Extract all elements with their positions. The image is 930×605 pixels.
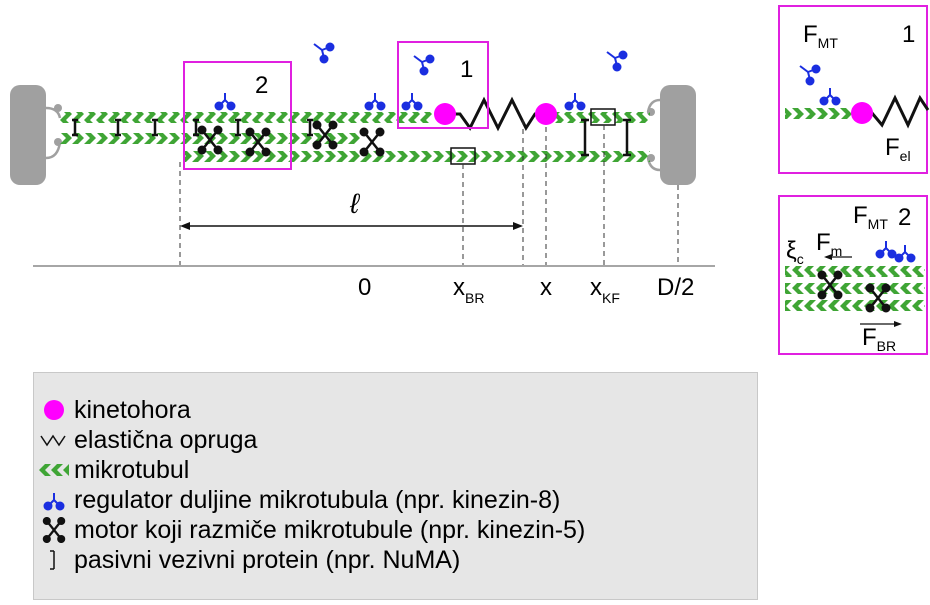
legend-item-regulator: regulator duljine mikrotubula (npr. kine…	[34, 485, 560, 515]
legend-item-passive: pasivni vezivni protein (npr. NuMA)	[34, 545, 460, 575]
regulator-1	[213, 92, 237, 112]
legend-item-kinetochore: kinetohora	[34, 395, 191, 425]
box-2-number: 2	[255, 72, 268, 99]
axis-label-x: x	[540, 274, 552, 301]
left-pole-connector	[45, 106, 62, 160]
regulator-3	[400, 92, 424, 112]
microtubule-right-top	[545, 112, 650, 123]
inset-1-number: 1	[902, 21, 915, 48]
axis-label-xbr: xBR	[453, 274, 484, 306]
inset-2: 2 FMT ξc Fm FBR	[778, 195, 928, 355]
passive-crosslinker-icon	[34, 545, 74, 575]
elastic-spring	[445, 96, 546, 132]
kinetochore-left	[434, 103, 456, 125]
legend-text-spring: elastična opruga	[74, 425, 258, 454]
inset-1-kinetochore	[851, 102, 873, 124]
regulator-4	[563, 92, 587, 112]
passive-crosslinkers	[72, 118, 631, 157]
microtubule-right-bottom	[185, 151, 650, 162]
inset-1-fmt: FMT	[803, 21, 838, 51]
kinetochore-icon	[34, 395, 74, 425]
legend-text-motor: motor koji razmiče mikrotubule (npr. kin…	[74, 515, 586, 544]
box-1-number: 1	[460, 56, 473, 83]
axis-label-d2: D/2	[657, 274, 694, 301]
box-1	[397, 41, 489, 129]
inset-1-fel: Fel	[885, 134, 911, 164]
microtubule-icon	[34, 455, 74, 485]
legend-item-microtubule: mikrotubul	[34, 455, 189, 485]
small-box-kf	[590, 108, 616, 126]
motor-icon	[34, 515, 74, 545]
legend-text-passive: pasivni vezivni protein (npr. NuMA)	[74, 545, 461, 574]
legend-item-motor: motor koji razmiče mikrotubule (npr. kin…	[34, 515, 585, 545]
legend-text-kinetochore: kinetohora	[74, 395, 191, 424]
right-pole	[660, 85, 696, 185]
length-label: ℓ	[349, 188, 361, 219]
free-regulator-3	[606, 49, 629, 73]
inset-2-fm: Fm	[816, 229, 842, 259]
legend-text-regulator: regulator duljine mikrotubula (npr. kine…	[74, 485, 561, 514]
legend: kinetohora elastična opruga mikrotubul r…	[33, 372, 758, 600]
axis-label-0: 0	[358, 274, 371, 301]
inset-2-fmt: FMT	[853, 202, 888, 232]
free-regulator-1	[313, 41, 336, 65]
inset-2-fbr: FBR	[862, 324, 896, 354]
legend-item-spring: elastična opruga	[34, 425, 257, 455]
left-pole	[10, 85, 46, 185]
inset-2-number: 2	[898, 204, 911, 231]
length-regulator-icon	[34, 485, 74, 515]
inset-2-xi: ξc	[786, 237, 804, 267]
regulator-2	[363, 92, 387, 112]
dashed-guides	[179, 120, 679, 265]
free-regulator-2	[413, 53, 436, 77]
box-2	[183, 61, 292, 170]
legend-text-microtubule: mikrotubul	[74, 455, 190, 484]
axis-label-xkf: xKF	[590, 274, 620, 306]
kinetochore-right	[535, 103, 557, 125]
microtubule-left-top	[60, 112, 432, 123]
spring-icon	[34, 425, 74, 455]
inset-1: 1 FMT Fel	[778, 5, 930, 174]
